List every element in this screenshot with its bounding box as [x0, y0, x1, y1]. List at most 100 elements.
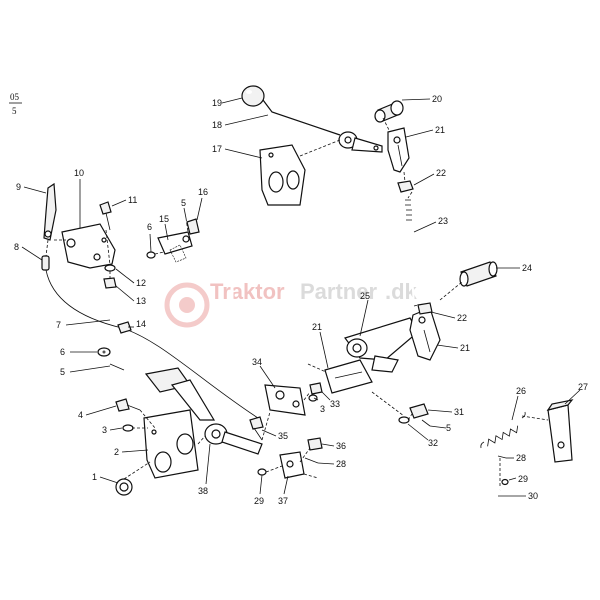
callout-29a: 29	[254, 474, 264, 506]
part-clevis-top	[387, 127, 410, 173]
part-pin-16	[186, 218, 200, 235]
callout-label-22b: 22	[457, 313, 467, 323]
callout-label-14: 14	[136, 319, 146, 329]
callout-5c: 5	[429, 423, 451, 433]
part-nut-top	[397, 180, 414, 193]
watermark-logo: Traktor Partner .dk	[164, 279, 418, 328]
part-link-34	[264, 384, 306, 416]
part-bolt-4	[115, 398, 141, 412]
part-pedal-lever	[144, 367, 263, 455]
callout-15: 15	[159, 214, 169, 241]
callout-label-11: 11	[128, 195, 137, 205]
callout-35: 35	[261, 429, 288, 441]
part-washer-12	[104, 264, 116, 272]
callout-5b: 5	[60, 365, 111, 377]
callout-7: 7	[56, 319, 111, 330]
callout-5a: 5	[181, 198, 186, 208]
callout-33: 33	[321, 391, 340, 409]
callout-26: 26	[511, 386, 526, 421]
watermark-part2: Partner	[300, 279, 377, 304]
callout-label-24: 24	[522, 263, 532, 273]
part-ring-1	[115, 478, 133, 496]
callout-10: 10	[74, 168, 84, 228]
part-knob	[241, 85, 265, 107]
part-nut-13	[103, 277, 117, 289]
callout-16: 16	[196, 187, 208, 221]
callout-label-6a: 6	[147, 222, 152, 232]
callout-27: 27	[564, 382, 588, 405]
part-spring	[480, 411, 526, 449]
callout-label-35: 35	[278, 431, 288, 441]
callout-1: 1	[92, 472, 119, 484]
callout-label-36: 36	[336, 441, 346, 451]
callout-label-21a: 21	[435, 125, 445, 135]
part-pin-31	[409, 403, 429, 419]
callout-28b: 28	[506, 453, 526, 463]
callout-label-4: 4	[78, 410, 83, 420]
callout-label-13: 13	[136, 296, 146, 306]
part-washer-3a	[308, 394, 318, 402]
callout-label-7: 7	[56, 320, 61, 330]
part-bolt-35	[249, 416, 264, 441]
callout-24: 24	[496, 263, 532, 273]
parts	[41, 85, 574, 502]
callout-label-23: 23	[438, 216, 448, 226]
part-fork-37	[279, 451, 305, 479]
callout-label-10: 10	[74, 168, 84, 178]
part-clip-5	[183, 207, 187, 219]
callout-label-28b: 28	[516, 453, 526, 463]
part-washer-32	[398, 416, 410, 424]
callout-14: 14	[128, 319, 146, 329]
part-cross-shaft	[169, 244, 311, 367]
callout-label-31: 31	[454, 407, 464, 417]
callout-label-37: 37	[278, 496, 288, 506]
callout-29b: 29	[508, 474, 528, 484]
part-bolt-11	[99, 201, 112, 231]
callout-label-18: 18	[212, 120, 222, 130]
callout-18: 18	[212, 114, 269, 130]
part-washer-29b	[501, 478, 509, 486]
part-washer-6b	[146, 251, 156, 259]
callout-36: 36	[321, 441, 346, 451]
callout-4: 4	[78, 405, 117, 420]
callout-label-5b: 5	[60, 367, 65, 377]
assembly-guide-lines	[45, 117, 549, 488]
callout-17: 17	[212, 144, 263, 159]
part-bracket-27	[546, 399, 574, 463]
callout-label-6b: 6	[60, 347, 65, 357]
part-pedal-bracket	[143, 409, 199, 479]
part-clevis-right	[409, 307, 441, 361]
callout-22b: 22	[430, 311, 467, 323]
callout-label-9: 9	[16, 182, 21, 192]
callout-label-2: 2	[114, 447, 119, 457]
part-sleeve	[459, 261, 498, 287]
callout-label-38: 38	[198, 486, 208, 496]
part-bushing	[374, 100, 404, 123]
callout-label-28a: 28	[336, 459, 346, 469]
callout-label-29a: 29	[254, 496, 264, 506]
callout-label-5a: 5	[181, 198, 186, 208]
callout-label-33: 33	[330, 399, 340, 409]
callout-label-3b: 3	[102, 425, 107, 435]
part-clevis-center	[324, 359, 373, 394]
callout-2: 2	[114, 447, 149, 457]
callout-34: 34	[252, 357, 276, 389]
part-nut-22b	[417, 302, 433, 315]
part-nut-33	[309, 382, 323, 395]
part-hand-lever	[43, 182, 57, 241]
part-washer-29a	[257, 468, 267, 476]
callout-3a: 3	[313, 397, 325, 414]
callout-label-34: 34	[252, 357, 262, 367]
part-split-pin-5	[109, 363, 125, 371]
part-threaded-rod	[405, 195, 415, 307]
callout-label-26: 26	[516, 386, 526, 396]
page-ref-top: 05	[10, 92, 20, 102]
callout-37: 37	[278, 475, 289, 506]
callout-22a: 22	[413, 168, 446, 186]
callout-20: 20	[401, 94, 442, 104]
part-washer-3b	[122, 424, 134, 432]
page-reference: 05 5	[9, 92, 22, 116]
callouts: 20 19 18 21 17 22 9 10	[14, 94, 588, 506]
callout-23: 23	[413, 216, 448, 233]
